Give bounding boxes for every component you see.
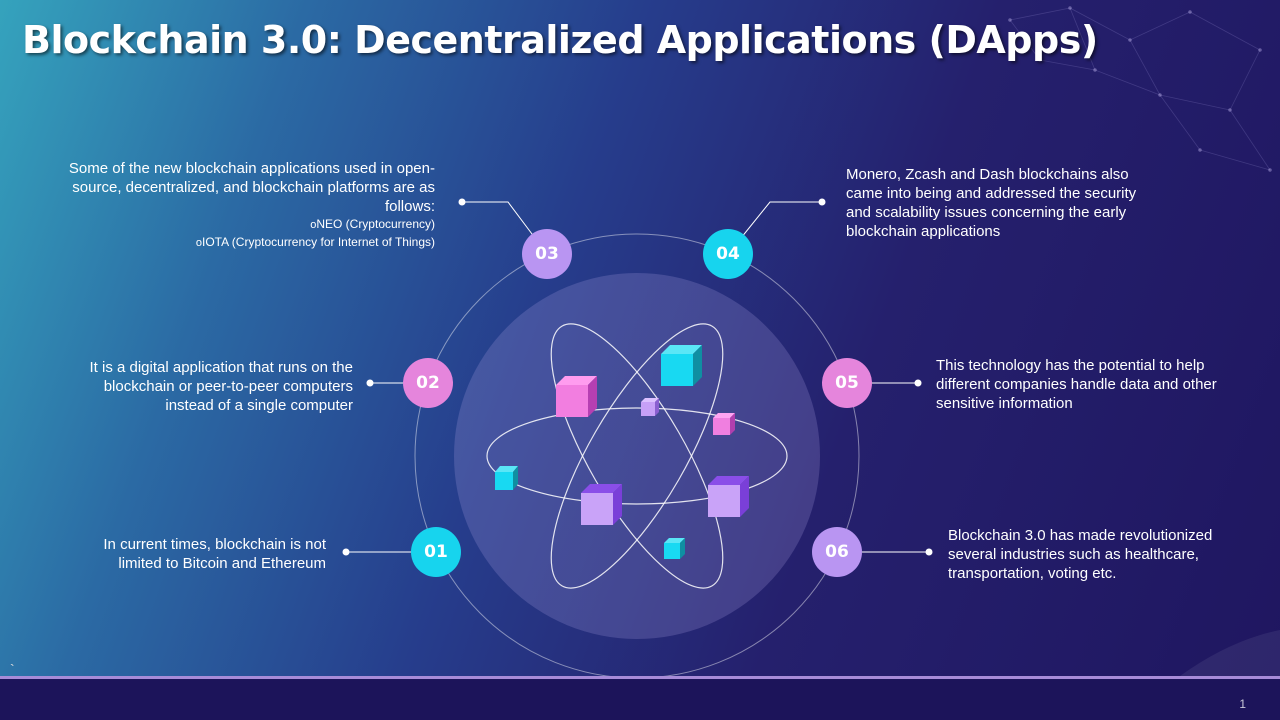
footer-line	[0, 676, 1280, 679]
page-number: 1	[1239, 697, 1246, 711]
cube-purple-center	[581, 484, 622, 525]
connector-dots	[342, 198, 933, 556]
cube-lavender-small	[641, 398, 659, 416]
stray-mark: `	[10, 661, 15, 677]
cube-cyan-small-bottom	[664, 538, 685, 559]
point-03-text-block: Some of the new blockchain applications …	[45, 159, 435, 252]
badge-04: 04	[703, 229, 753, 279]
slide-title: Blockchain 3.0: Decentralized Applicatio…	[22, 18, 1098, 62]
connectors	[346, 201, 929, 553]
inner-disc	[454, 273, 820, 639]
cube-cyan-small-left	[495, 466, 518, 490]
badge-02: 02	[403, 358, 453, 408]
badge-01: 01	[411, 527, 461, 577]
cube-pink-small	[713, 413, 735, 435]
point-03-sub-item-2: oIOTA (Cryptocurrency for Internet of Th…	[45, 234, 435, 252]
sub-item-label: IOTA (Cryptocurrency for Internet of Thi…	[202, 235, 435, 249]
cube-pink-large	[556, 376, 597, 417]
footer-band	[0, 679, 1280, 720]
point-03-text: Some of the new blockchain applications …	[68, 160, 435, 215]
bullet-icon: o	[195, 237, 203, 249]
atom-orbits	[486, 323, 788, 589]
corner-curve	[1180, 630, 1280, 676]
cube-purple-right	[708, 476, 749, 517]
network-decoration	[1008, 6, 1272, 172]
point-03-sub-item-1: oNEO (Cryptocurrency)	[45, 216, 435, 234]
point-02-text: It is a digital application that runs on…	[89, 359, 354, 414]
cube-cyan-large	[661, 345, 702, 386]
sub-item-label: NEO (Cryptocurrency)	[316, 217, 435, 231]
bullet-icon: o	[310, 219, 317, 231]
badge-03: 03	[522, 229, 572, 279]
point-06-text: Blockchain 3.0 has made revolutionized s…	[948, 527, 1213, 582]
badge-05: 05	[822, 358, 872, 408]
badge-06: 06	[812, 527, 862, 577]
point-01-text: In current times, blockchain is not limi…	[103, 536, 326, 572]
point-04-text: Monero, Zcash and Dash blockchains also …	[846, 166, 1137, 240]
point-05-text: This technology has the potential to hel…	[936, 357, 1217, 412]
